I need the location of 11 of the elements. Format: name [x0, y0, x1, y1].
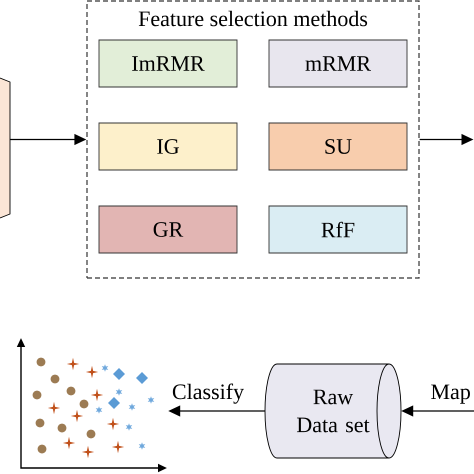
- method-box: RfF: [268, 206, 408, 254]
- method-box: SU: [268, 122, 408, 170]
- group-title: Feature selection methods: [138, 10, 368, 26]
- method-box: mRMR: [268, 40, 408, 88]
- edge-label: Map: [429, 384, 472, 405]
- database-cylinder: Raw Data set: [264, 364, 402, 458]
- method-box: IG: [98, 122, 238, 170]
- method-box: GR: [98, 206, 238, 254]
- method-box: ImRMR: [98, 40, 238, 88]
- edge-label: Classify: [170, 382, 246, 405]
- box: [0, 78, 10, 218]
